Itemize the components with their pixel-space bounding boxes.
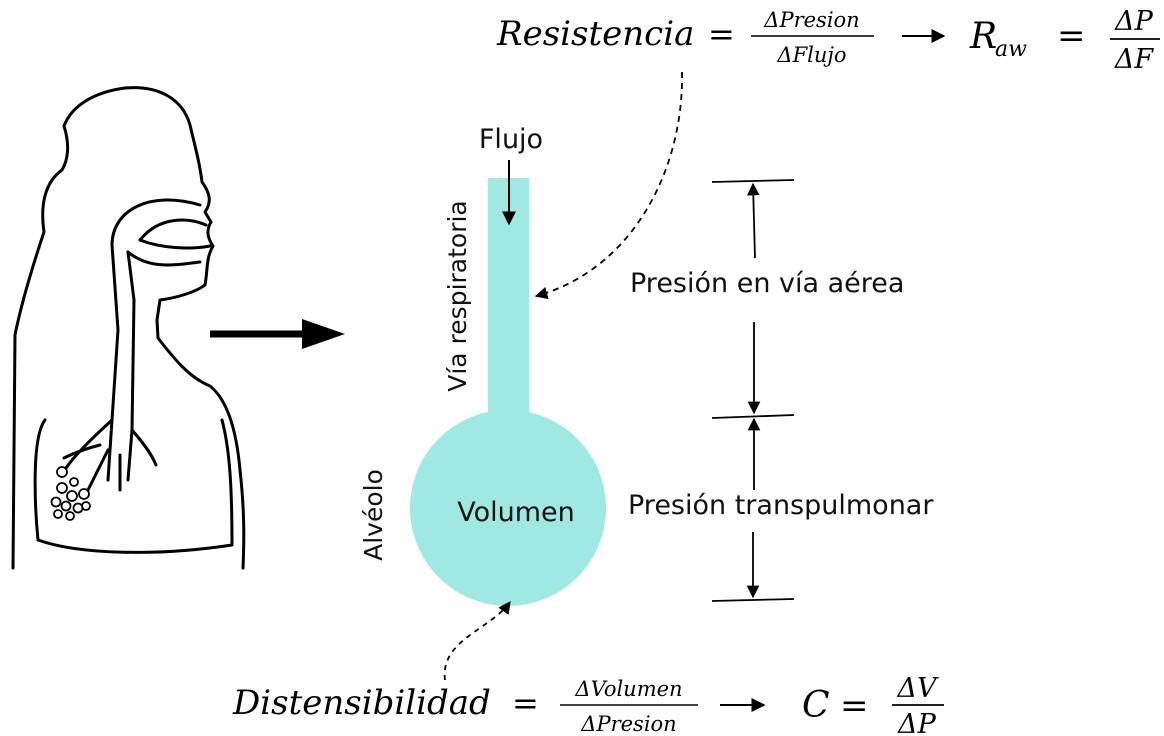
compliance-short-denominator: ΔP — [897, 709, 936, 736]
resistance-term: Resistencia — [496, 14, 694, 54]
resistance-short-numerator: ΔP — [1114, 6, 1153, 37]
flow-label: Flujo — [479, 124, 543, 155]
alveoli-cluster-sketch — [50, 466, 91, 521]
compliance-term: Distensibilidad — [232, 683, 491, 723]
airway-label: Vía respiratoria — [443, 200, 472, 392]
resistance-numerator: ΔPresion — [763, 8, 859, 32]
resistance-formula: Resistencia = ΔPresion ΔFlujo R aw = ΔP … — [496, 6, 1160, 75]
resistance-short-denominator: ΔF — [1114, 44, 1154, 75]
compliance-equals-2: = — [840, 686, 869, 726]
alveolus-balloon — [410, 410, 606, 606]
resistance-dashed-connector — [534, 71, 683, 300]
big-right-arrow — [210, 319, 345, 349]
volume-label: Volumen — [457, 497, 575, 528]
resistance-equals-2: = — [1057, 16, 1086, 56]
compliance-formula: Distensibilidad = ΔVolumen ΔPresion C = … — [232, 673, 944, 736]
pressure-scale — [711, 179, 795, 602]
compliance-equals: = — [512, 684, 539, 722]
compliance-denominator: ΔPresion — [580, 712, 676, 736]
resistance-symbol: R — [969, 16, 997, 57]
compliance-dashed-connector — [443, 600, 511, 681]
alveolus-label: Alvéolo — [359, 469, 388, 561]
respiratory-anatomy-sketch — [11, 86, 246, 570]
airway-pressure-label: Presión en vía aérea — [630, 268, 904, 299]
resistance-symbol-subscript: aw — [995, 37, 1027, 62]
resistance-denominator: ΔFlujo — [776, 43, 846, 67]
transpulmonary-pressure-label: Presión transpulmonar — [628, 490, 934, 521]
resistance-equals: = — [708, 15, 735, 53]
compliance-short-numerator: ΔV — [897, 673, 939, 704]
compliance-symbol: C — [802, 685, 830, 726]
compliance-numerator: ΔVolumen — [574, 677, 682, 701]
